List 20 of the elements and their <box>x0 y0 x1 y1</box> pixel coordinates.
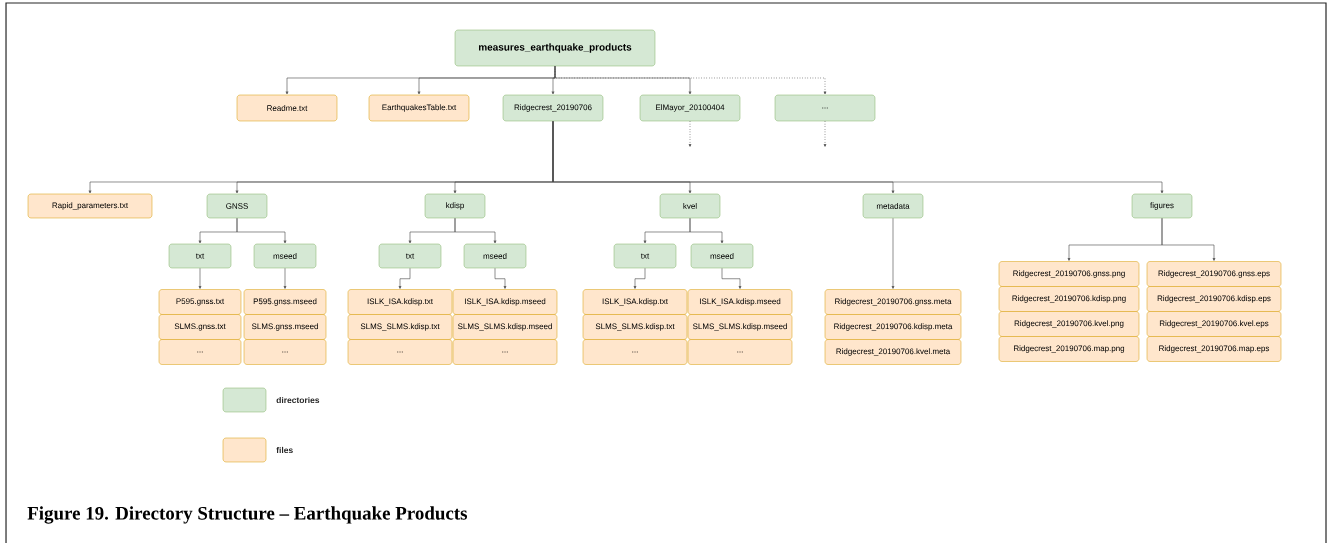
legend-label: directories <box>276 396 320 404</box>
directory-box: measures_earthquake_products <box>454 29 656 67</box>
caption: Figure 19. Directory Structure – Earthquake Products <box>27 506 467 524</box>
arrow <box>633 267 646 289</box>
arrow <box>721 267 742 289</box>
arrow <box>198 267 202 289</box>
arrow <box>688 120 692 147</box>
arrow <box>554 65 827 95</box>
arrow <box>1161 217 1216 261</box>
arrow <box>891 217 895 289</box>
arrow <box>494 267 507 289</box>
arrow <box>236 217 287 244</box>
arrow <box>554 65 692 95</box>
arrow <box>689 217 724 244</box>
arrow <box>454 217 497 244</box>
arrow <box>552 120 1164 194</box>
legend-label: files <box>276 446 293 454</box>
arrow <box>823 120 827 147</box>
arrow <box>398 267 411 289</box>
arrow <box>283 267 287 289</box>
